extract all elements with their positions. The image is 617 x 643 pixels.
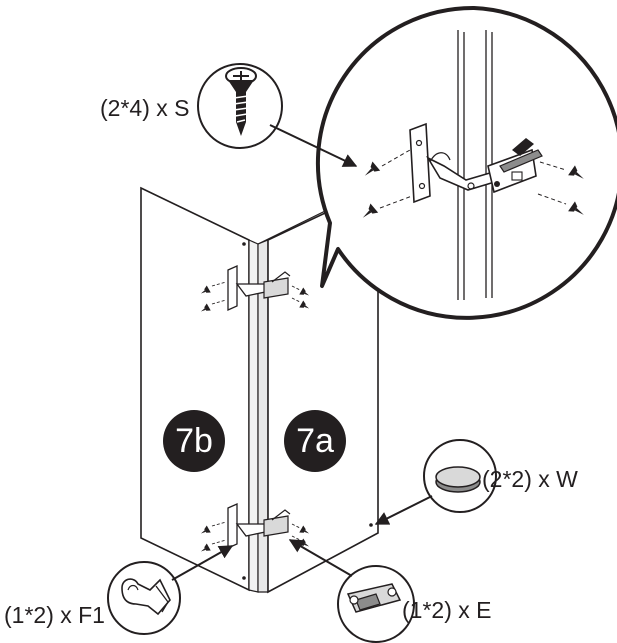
screw-quantity-label: (2*4) x S: [100, 95, 190, 121]
screw-part-icon: [197, 63, 283, 149]
hinge-icon: [121, 578, 171, 616]
cabinet-panels: [140, 186, 379, 594]
hinge-part-icon: [107, 561, 181, 635]
hinge-arrow: [171, 545, 234, 581]
washer-part-icon: [423, 439, 497, 513]
plate-quantity-label: (1*2) x E: [402, 597, 492, 623]
mounting-plate-icon: [346, 583, 402, 613]
panel-badge-7a: 7a: [284, 410, 346, 472]
lower-hinge: [198, 502, 312, 555]
screw-arrow: [269, 124, 358, 167]
panel-badge-7b: 7b: [163, 410, 225, 472]
magnifier-callout: [315, 5, 617, 320]
washer-arrow: [374, 495, 433, 525]
screw-icon: [228, 80, 254, 136]
washer-icon: [435, 466, 481, 488]
washer-quantity-label: (2*2) x W: [482, 466, 578, 492]
hinge-quantity-label: (1*2) x F1: [4, 602, 105, 628]
upper-hinge: [198, 264, 312, 315]
plate-arrow: [288, 539, 353, 577]
plate-part-icon: [337, 565, 415, 643]
